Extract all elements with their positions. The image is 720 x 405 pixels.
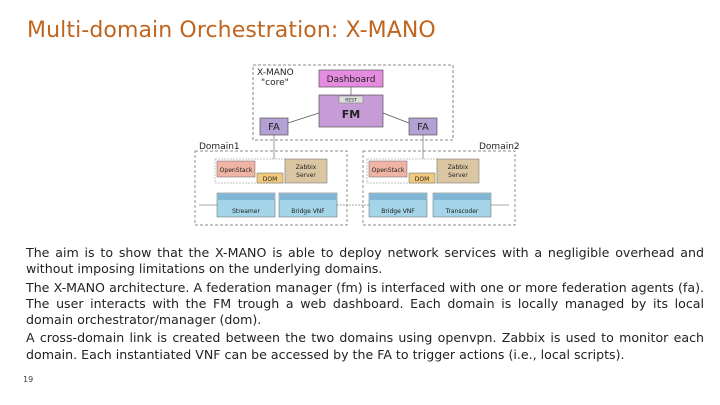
xmano-architecture-diagram: X-MANO "core" Dashboard REST FM FA FA Do… [194,64,520,226]
domain2-label: Domain2 [479,142,520,152]
zabbix-box-2 [436,158,480,184]
zabbix-box-1 [284,158,328,184]
domain2-boundary [362,150,516,226]
domain1-boundary [194,150,348,226]
zabbix-label-1a: Zabbix [296,164,317,171]
domain1-label: Domain1 [199,142,240,152]
openstack-label-2: OpenStack [372,167,405,174]
dom-box-1 [256,172,284,184]
dom-box-2 [408,172,436,184]
core-label-2: "core" [261,78,289,88]
fm-label: FM [342,108,360,121]
fa-right-label: FA [417,122,429,133]
openstack-box-2 [368,160,408,178]
vnf-bridge-label-1: Bridge VNF [291,208,325,215]
core-boundary [252,64,454,141]
vnf-transcoder-label: Transcoder [445,208,479,215]
vnf-streamer-label: Streamer [232,208,260,215]
openstack-label-1: OpenStack [220,167,253,174]
zabbix-label-2a: Zabbix [448,164,469,171]
dom-label-2: DOM [415,176,430,183]
paragraph-aim: The aim is to show that the X-MANO is ab… [26,245,704,277]
fa-left-label: FA [268,122,280,133]
body-text: The aim is to show that the X-MANO is ab… [26,245,704,365]
dom-label-1: DOM [263,176,278,183]
openstack-box-1 [216,160,256,178]
slide-title: Multi-domain Orchestration: X-MANO [27,18,436,43]
vnf-bridge-label-2: Bridge VNF [381,208,415,215]
zabbix-label-2b: Server [448,172,468,179]
dashboard-label: Dashboard [327,75,376,85]
zabbix-label-1b: Server [296,172,316,179]
paragraph-cross-domain: A cross-domain link is created between t… [26,330,704,362]
page-number: 19 [23,375,34,384]
rest-label: REST [345,98,357,104]
paragraph-architecture: The X-MANO architecture. A federation ma… [26,279,704,328]
core-label-1: X-MANO [257,68,294,78]
